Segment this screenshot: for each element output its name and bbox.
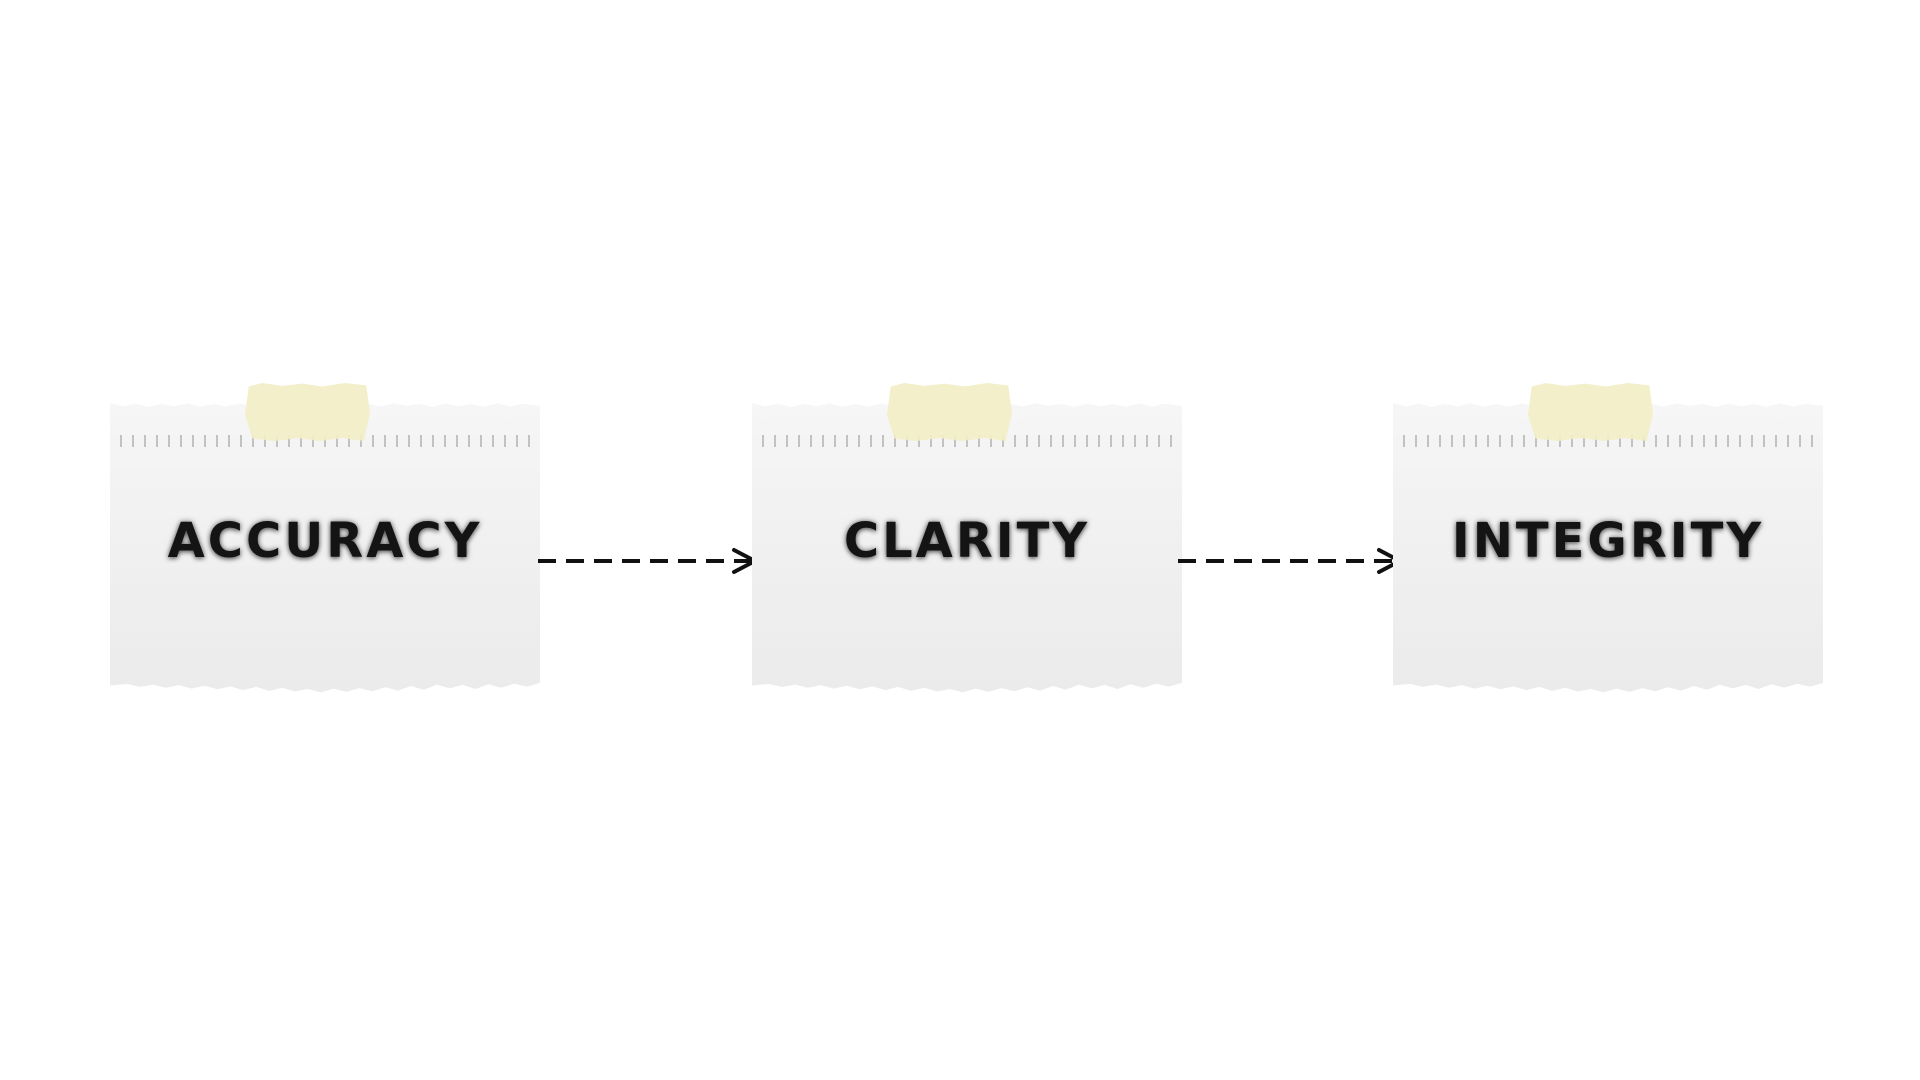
dashed-arrow-right-icon [538, 548, 760, 574]
perforation-edge [756, 435, 1178, 447]
tape-strip [887, 383, 1012, 441]
torn-paper [752, 403, 1182, 693]
perforation-edge [1397, 435, 1819, 447]
step-label: INTEGRITY [1451, 513, 1765, 569]
step-card-accuracy: ACCURACY [110, 383, 540, 703]
tape-strip [1528, 383, 1653, 441]
torn-paper [1393, 403, 1823, 693]
tape-strip [245, 383, 370, 441]
step-label: CLARITY [843, 513, 1091, 569]
step-label: ACCURACY [167, 513, 483, 569]
step-card-clarity: CLARITY [752, 383, 1182, 703]
step-card-integrity: INTEGRITY [1393, 383, 1823, 703]
perforation-edge [114, 435, 536, 447]
torn-paper [110, 403, 540, 693]
dashed-arrow-right-icon [1178, 548, 1405, 574]
